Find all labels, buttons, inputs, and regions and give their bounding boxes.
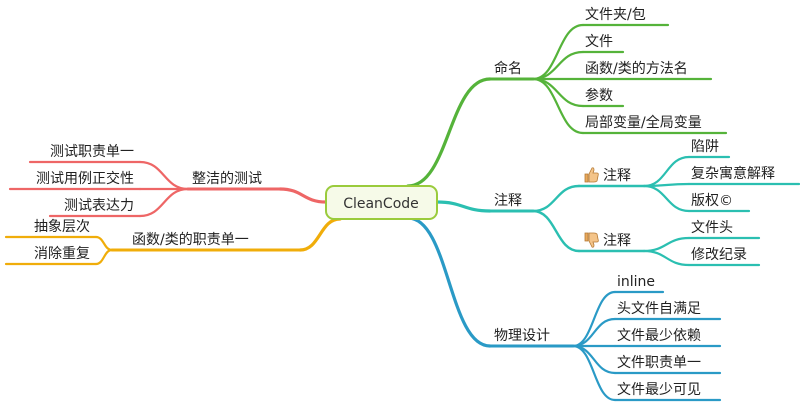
connector: [531, 77, 585, 135]
connector: [571, 344, 617, 402]
connector: [94, 248, 114, 266]
branch-label: 函数/类的职责单一: [132, 232, 249, 248]
connector: [138, 160, 190, 191]
nodes: 命名文件夹/包文件函数/类的方法名参数局部变量/全局变量注释注释陷阱复杂寓意解释…: [4, 7, 800, 402]
child-label: 文件头: [691, 220, 733, 236]
connector: [531, 50, 585, 81]
child-label: 局部变量/全局变量: [585, 114, 702, 131]
child-label: 文件最少可见: [617, 382, 701, 398]
connector: [531, 209, 581, 253]
root-label: CleanCode: [343, 196, 419, 212]
connector: [435, 200, 492, 213]
child-label: 消除重复: [34, 245, 90, 262]
child-label: 测试用例正交性: [36, 170, 134, 187]
child-label: 头文件自满足: [617, 301, 701, 317]
child-label: 版权©: [691, 193, 733, 209]
branch-label: 注释: [494, 193, 522, 209]
connector: [642, 184, 691, 213]
child-label: 修改纪录: [691, 247, 747, 263]
child-label: 测试职责单一: [50, 144, 134, 160]
connector: [571, 317, 617, 348]
connector: [278, 187, 328, 204]
connector: [298, 217, 342, 252]
connector: [642, 249, 691, 267]
branch-label: 命名: [494, 60, 522, 77]
connector: [406, 77, 492, 188]
child-label: 抽象层次: [34, 219, 90, 235]
connector: [531, 184, 581, 213]
connector: [138, 187, 190, 218]
branch-label: 注释: [603, 233, 631, 249]
connector: [94, 235, 114, 252]
connector: [531, 77, 585, 108]
connector: [642, 155, 691, 188]
branch-label: 整洁的测试: [192, 171, 262, 187]
connectors: [94, 23, 691, 402]
child-label: 文件职责单一: [617, 355, 701, 371]
child-label: 函数/类的方法名: [585, 61, 688, 77]
connector: [406, 216, 492, 348]
child-label: 文件最少依赖: [617, 328, 701, 344]
child-label: 陷阱: [691, 139, 719, 155]
child-label: inline: [617, 274, 655, 290]
branch-label: 注释: [603, 168, 631, 184]
thumbs-up-icon: [584, 167, 599, 183]
thumbs-down-icon: [584, 232, 599, 248]
child-label: 文件夹/包: [585, 7, 646, 23]
connector: [571, 344, 617, 375]
branch-label: 物理设计: [494, 328, 550, 344]
child-label: 测试表达力: [64, 198, 134, 214]
child-label: 参数: [585, 87, 613, 104]
connector: [642, 236, 691, 253]
root-node[interactable]: CleanCode: [325, 185, 438, 220]
child-label: 文件: [585, 34, 613, 50]
child-label: 复杂寓意解释: [691, 165, 775, 182]
